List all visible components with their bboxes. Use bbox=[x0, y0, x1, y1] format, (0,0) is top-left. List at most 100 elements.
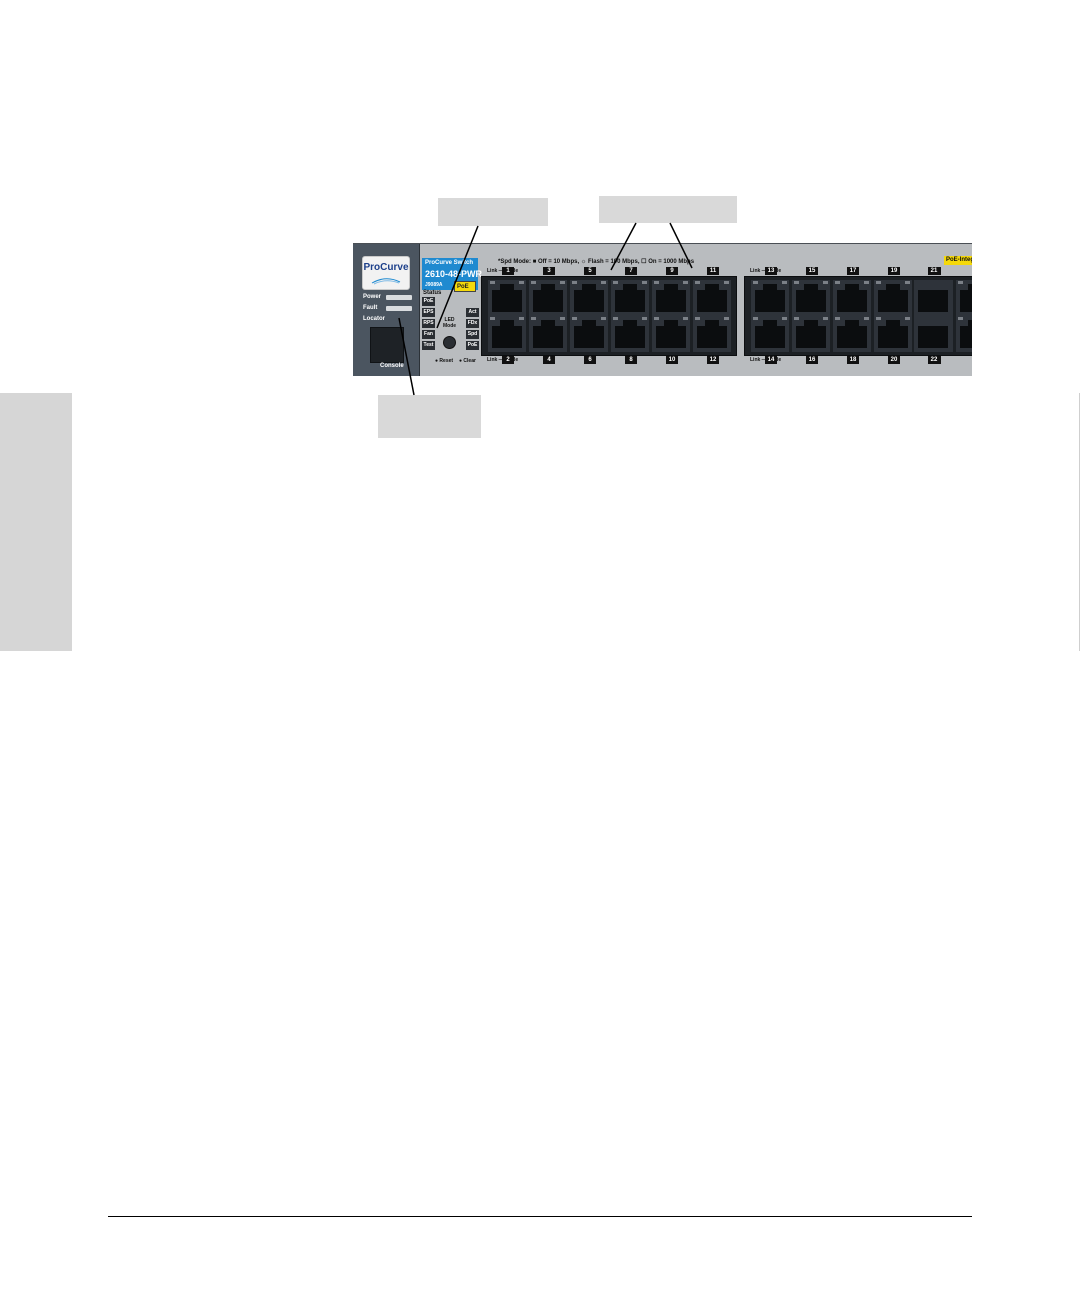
port-mode-led bbox=[519, 317, 524, 320]
leader-line-status-leds bbox=[398, 317, 415, 396]
port-mode-led bbox=[560, 281, 565, 284]
status-title: Status bbox=[423, 290, 442, 296]
rj45-port-undefined bbox=[956, 280, 972, 316]
port-clip bbox=[664, 320, 678, 328]
callout-box-led-mode bbox=[438, 198, 548, 226]
led-mode-label: LED Mode bbox=[443, 317, 456, 329]
port-clip bbox=[845, 284, 859, 292]
port-link-led bbox=[613, 281, 618, 284]
port-jack bbox=[615, 326, 645, 348]
port-clip bbox=[500, 284, 514, 292]
port-jack bbox=[697, 326, 727, 348]
port-number-bottom: 22 bbox=[928, 356, 940, 364]
rj45-port-11 bbox=[693, 280, 731, 316]
rj45-port-partial bbox=[914, 280, 952, 316]
port-number-bottom: 8 bbox=[625, 356, 637, 364]
port-number-bottom: 10 bbox=[666, 356, 678, 364]
rj45-port-12 bbox=[693, 316, 731, 352]
power-led bbox=[386, 295, 412, 300]
port-link-led bbox=[876, 281, 881, 284]
model-number: 2610-48-PWR bbox=[425, 269, 483, 279]
reset-label: Reset bbox=[439, 358, 454, 364]
rj45-port-5 bbox=[570, 280, 608, 316]
rj45-port-2 bbox=[488, 316, 526, 352]
rj45-port-6 bbox=[570, 316, 608, 352]
page-edge-tick bbox=[1079, 393, 1080, 651]
port-jack bbox=[918, 326, 948, 348]
port-link-led bbox=[958, 281, 963, 284]
poe-flag: PoE bbox=[454, 281, 476, 292]
port-mode-led bbox=[905, 281, 910, 284]
port-link-led bbox=[835, 281, 840, 284]
port-mode-led bbox=[905, 317, 910, 320]
port-jack bbox=[533, 290, 563, 312]
port-number-top: 13 bbox=[765, 267, 777, 275]
port-number-bottom: 14 bbox=[765, 356, 777, 364]
link-label: Link bbox=[487, 268, 498, 274]
port-clip bbox=[541, 284, 555, 292]
port-mode-led bbox=[601, 281, 606, 284]
port-link-led bbox=[531, 317, 536, 320]
port-clip bbox=[804, 284, 818, 292]
port-link-led bbox=[835, 317, 840, 320]
port-jack bbox=[837, 290, 867, 312]
link-label: Link bbox=[487, 357, 498, 363]
speed-mode-legend: *Spd Mode: ■ Off = 10 Mbps, ☼ Flash = 10… bbox=[498, 259, 695, 265]
port-number-top: 19 bbox=[888, 267, 900, 275]
mode-led-spd: Spd bbox=[466, 330, 479, 339]
port-jack bbox=[615, 290, 645, 312]
port-mode-led bbox=[683, 317, 688, 320]
link-label: Link bbox=[750, 357, 761, 363]
port-number-bottom: 2 bbox=[502, 356, 514, 364]
port-mode-led bbox=[864, 317, 869, 320]
procurve-logo: ProCurve bbox=[362, 256, 410, 290]
port-clip bbox=[582, 320, 596, 328]
rj45-port-1 bbox=[488, 280, 526, 316]
port-jack bbox=[796, 290, 826, 312]
status-led-fan: Fan bbox=[422, 330, 435, 339]
port-number-bottom: 6 bbox=[584, 356, 596, 364]
port-number-top: 11 bbox=[707, 267, 719, 275]
port-jack bbox=[533, 326, 563, 348]
port-jack bbox=[656, 326, 686, 348]
port-number-bottom: 16 bbox=[806, 356, 818, 364]
mode-led-poe: PoE bbox=[466, 341, 479, 350]
port-jack bbox=[837, 326, 867, 348]
link-label: Link bbox=[750, 268, 761, 274]
port-link-led bbox=[613, 317, 618, 320]
switch-left-panel: ProCurve Power Fault Locator Console bbox=[353, 244, 420, 376]
port-jack bbox=[960, 290, 972, 312]
port-mode-led bbox=[782, 281, 787, 284]
fault-led bbox=[386, 306, 412, 311]
clear-label: Clear bbox=[463, 358, 476, 364]
port-number-top: 15 bbox=[806, 267, 818, 275]
reset-button[interactable]: ● Reset bbox=[435, 358, 454, 364]
poe-integrated-label: PoE-Integ bbox=[944, 256, 972, 265]
port-number-top: 7 bbox=[625, 267, 637, 275]
rj45-port-20 bbox=[874, 316, 912, 352]
led-mode-button[interactable] bbox=[443, 336, 456, 349]
rj45-port-16 bbox=[792, 316, 830, 352]
power-led-label: Power bbox=[363, 294, 382, 300]
port-jack bbox=[796, 326, 826, 348]
status-led-rps: RPS bbox=[422, 319, 435, 328]
port-mode-led bbox=[724, 281, 729, 284]
rj45-port-undefined bbox=[956, 316, 972, 352]
port-jack bbox=[960, 326, 972, 348]
port-number-top: 5 bbox=[584, 267, 596, 275]
rj45-port-15 bbox=[792, 280, 830, 316]
port-mode-led bbox=[864, 281, 869, 284]
port-mode-led bbox=[519, 281, 524, 284]
port-mode-led bbox=[823, 317, 828, 320]
port-link-led bbox=[695, 281, 700, 284]
port-mode-led bbox=[782, 317, 787, 320]
port-mode-led bbox=[642, 281, 647, 284]
port-number-bottom: 12 bbox=[707, 356, 719, 364]
port-clip bbox=[705, 284, 719, 292]
switch-front-panel: ProCurve Power Fault Locator Console Pro… bbox=[353, 243, 972, 376]
clear-button[interactable]: ● Clear bbox=[459, 358, 476, 364]
fault-led-label: Fault bbox=[363, 305, 378, 311]
port-jack bbox=[574, 290, 604, 312]
led-mode-line1: LED bbox=[444, 317, 455, 323]
port-clip bbox=[763, 320, 777, 328]
